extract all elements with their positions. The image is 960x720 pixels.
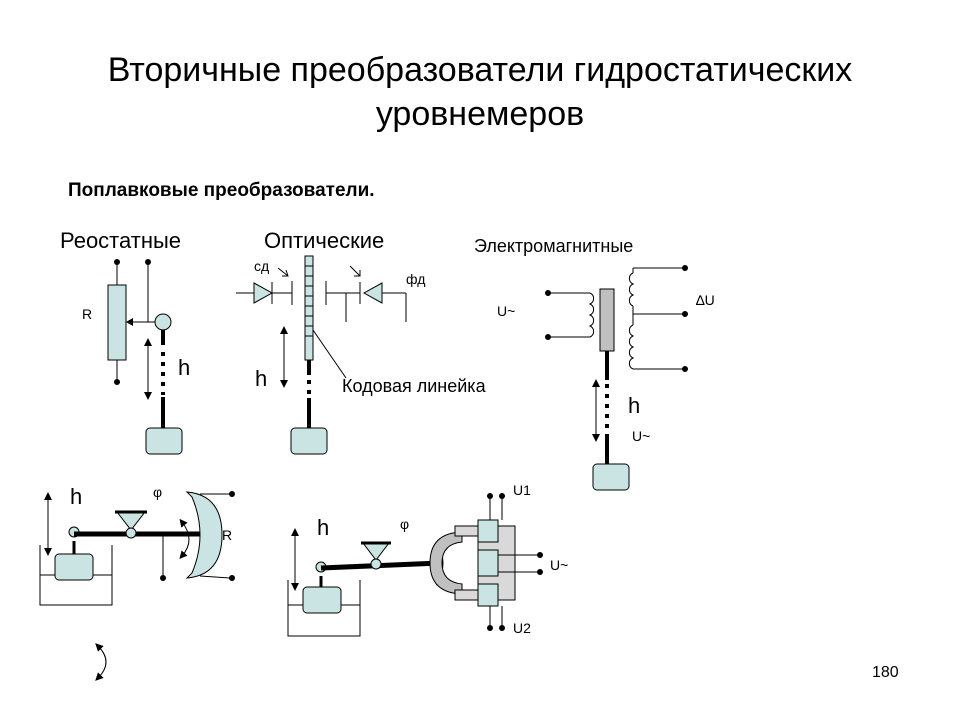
page-title: Вторичные преобразователи гидростатическ… [107,51,853,133]
label-h-lever2: h [317,515,330,540]
label-phi-2: φ [400,516,410,532]
label-code-ruler: Кодовая линейка [342,376,486,396]
pivot [154,313,172,331]
rheostat-sensor [107,259,183,455]
code-ruler [304,255,314,361]
label-h-rheostat: h [178,355,191,380]
optical-sensor [236,255,407,455]
pivot-support [115,511,147,531]
label-u-tilde-bottom: U~ [632,428,651,444]
pivot-support [361,542,391,561]
label-u2: U2 [513,620,531,636]
label-r-arc: R [222,527,233,543]
label-r: R [82,306,93,322]
page-number: 180 [872,664,899,681]
led [253,282,274,304]
photodiode [362,282,383,304]
lever-transformer [287,493,543,637]
armature [429,531,463,595]
label-phi-1: φ [153,484,163,500]
float [302,586,342,614]
label-h-lever1: h [70,484,83,509]
label-delta-u: ∆U [696,292,715,308]
optical-heading: Оптические [264,228,385,253]
label-fd: фд [406,271,426,287]
float [592,463,630,491]
float [145,427,183,455]
float [290,427,328,455]
label-h-em: h [628,393,641,418]
float [54,553,94,581]
rotation-arrow-icon [95,643,107,681]
label-u1: U1 [513,482,531,498]
subtitle: Поплавковые преобразователи. [68,180,375,201]
electromagnetic-heading: Электромагнитные [474,236,634,256]
arc-resistor [185,491,223,579]
label-h-optical: h [255,366,268,391]
label-u-tilde-right: U~ [550,557,569,573]
label-sd: сд [254,258,270,274]
label-u-tilde-left: U~ [497,303,516,319]
resistor [107,284,127,361]
rheostat-heading: Реостатные [60,228,182,253]
electromagnetic-sensor [545,265,688,491]
lever-rheostat [39,491,235,606]
core [599,288,615,352]
